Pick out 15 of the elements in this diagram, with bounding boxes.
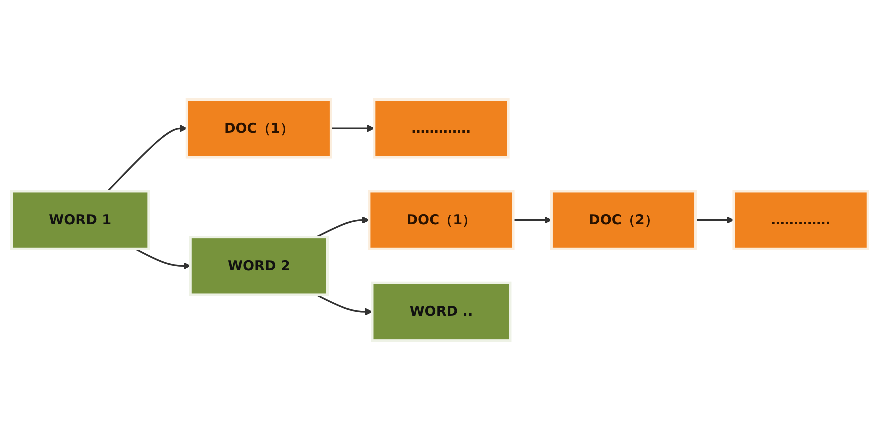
arrow bbox=[316, 216, 370, 238]
node-box: …………. bbox=[732, 190, 870, 251]
node-box: DOC（2） bbox=[550, 190, 698, 251]
arrow bbox=[107, 125, 188, 192]
arrow bbox=[331, 125, 375, 133]
node-box: WORD 1 bbox=[10, 190, 150, 251]
arrow bbox=[135, 248, 191, 270]
node-box: WORD 2 bbox=[189, 236, 330, 296]
node-box: DOC（1） bbox=[186, 98, 333, 159]
node-box: DOC（1） bbox=[368, 190, 515, 251]
node-box: …………. bbox=[373, 98, 510, 159]
node-box: WORD .. bbox=[371, 282, 512, 342]
arrow bbox=[696, 216, 734, 224]
arrow bbox=[514, 216, 552, 224]
arrow bbox=[316, 294, 373, 316]
